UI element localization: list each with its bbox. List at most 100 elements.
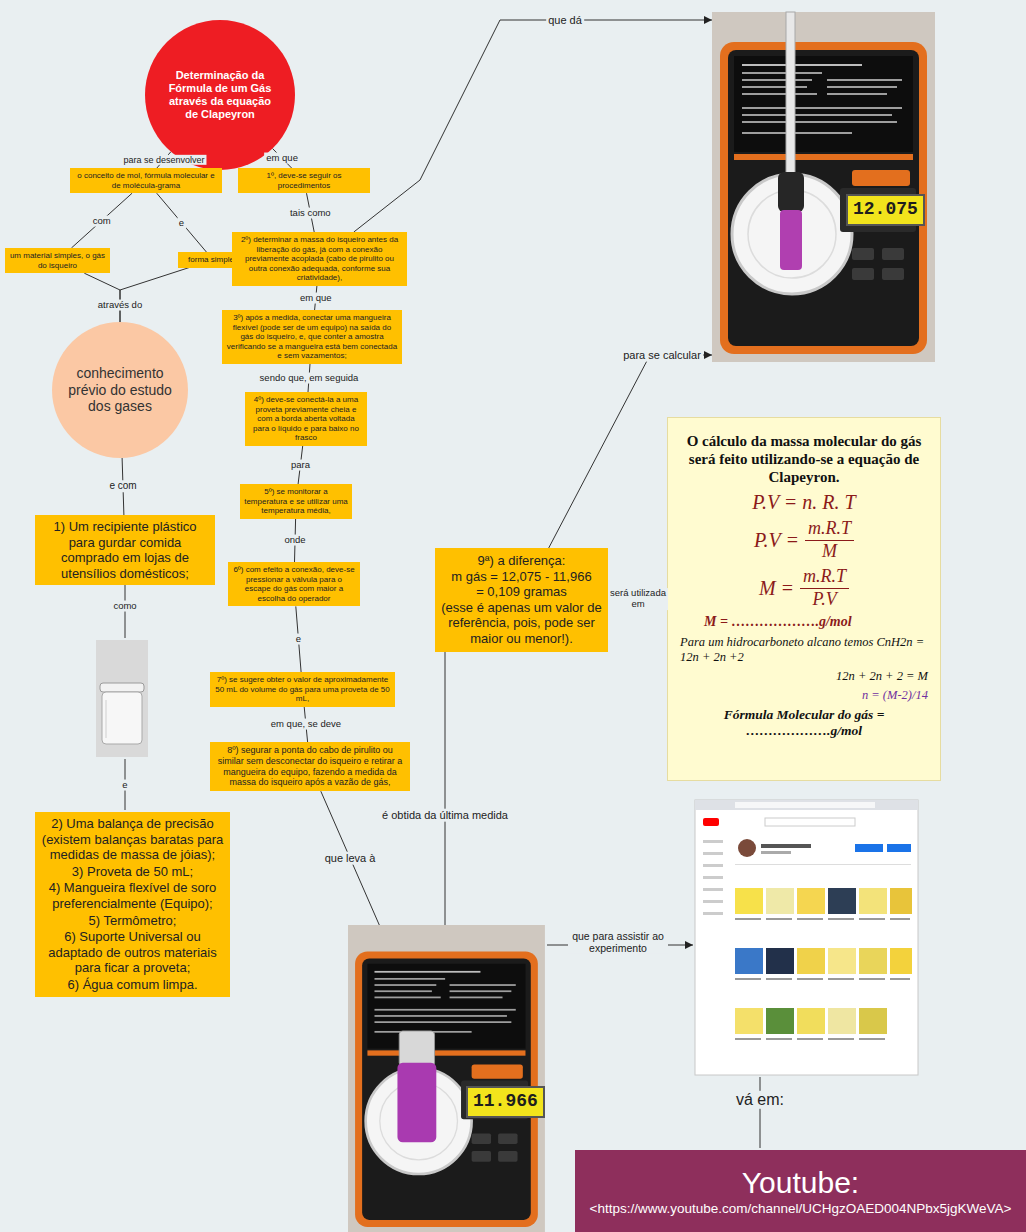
node-text: = 0,109 gramas [441, 584, 602, 600]
step-box: 3º) após a medida, conectar uma mangueir… [222, 310, 402, 364]
concept-circle: conhecimento prévio do estudo dos gases [52, 322, 188, 458]
edge-label: que leva à [323, 852, 378, 865]
fraction: m.R.TP.V [800, 566, 849, 610]
connector [354, 20, 712, 232]
edge-label: e [294, 634, 303, 645]
connector [84, 273, 120, 322]
node-text: Determinação da Fórmula de um Gás atravé… [165, 69, 275, 122]
concept-box: um material simples, o gás do isqueiro [5, 248, 110, 273]
edge-label: que dá [546, 14, 584, 27]
fraction-denominator: P.V [809, 589, 839, 611]
display-reading: 12.075 [853, 199, 918, 221]
node-text: 3º) após a medida, conectar uma mangueir… [226, 313, 398, 361]
display-reading: 11.966 [473, 1091, 538, 1113]
step-box: 8º) segurar a ponta do cabo de pirulito … [210, 742, 410, 791]
step-box: 7º) se sugere obter o valor de aproximad… [210, 672, 395, 707]
formula-row: M =m.R.TP.V [680, 566, 928, 610]
node-text: um material simples, o gás do isqueiro [9, 251, 106, 270]
scale-photo-node: 11.966 [348, 925, 545, 1232]
scale-photo-node: 12.075 [712, 12, 935, 362]
edge-label: tais como [288, 207, 333, 218]
node-text: 6º) com efeito a conexão, deve-se pressi… [232, 565, 356, 603]
material-box: 2) Uma balança de precisão (existem bala… [35, 812, 230, 997]
formula-text: P.V = [754, 528, 799, 552]
formula-row: M = ……………….g/mol [680, 614, 928, 631]
container-photo [96, 640, 148, 757]
formula-text: P.V = n. R. T [680, 490, 928, 514]
edge-label: em que [298, 293, 334, 304]
node-text: 1º, deve-se seguir os procedimentos [242, 171, 366, 190]
node-text: 7º) se sugere obter o valor de aproximad… [214, 675, 391, 704]
connector [445, 652, 446, 925]
concept-box: o conceito de mol, fórmula molecular e d… [70, 168, 222, 193]
scale-photo [348, 925, 545, 1232]
formula-row: Fórmula Molecular do gás = ……………….g/mol [680, 707, 928, 739]
formula-row: Para um hidrocarboneto alcano temos CnH2… [680, 635, 928, 665]
node-text: 9ª) a diferença: [441, 553, 602, 569]
node-text: 2) Uma balança de precisão (existem bala… [41, 816, 224, 863]
step-box: 2º) determinar a massa do isqueiro antes… [232, 232, 407, 286]
node-text: 8º) segurar a ponta do cabo de pirulito … [214, 745, 406, 788]
fraction-numerator: m.R.T [805, 518, 854, 541]
title-circle: Determinação da Fórmula de um Gás atravé… [145, 20, 295, 170]
connector [321, 791, 380, 925]
node-text: conhecimento prévio do estudo dos gases [66, 365, 174, 415]
edge-label: em que [264, 153, 300, 164]
fraction: m.R.TM [805, 518, 854, 562]
scale-photo [712, 12, 935, 362]
edge-label: em que, se deve [269, 719, 343, 730]
link-label: vá em: [734, 1091, 786, 1109]
link-label: que para assistir ao experimento [568, 930, 668, 954]
step-box: 4º) deve-se conectá-la a uma proveta pre… [245, 392, 367, 446]
node-text: 3) Proveta de 50 mL; [41, 864, 224, 880]
formula-row: P.V =m.R.TM [680, 518, 928, 562]
circle-outline [52, 322, 188, 458]
node-text: Youtube: [742, 1165, 859, 1201]
formula-row: n = (M-2)/14 [680, 688, 928, 703]
formula-text: Para um hidrocarboneto alcano temos CnH2… [680, 635, 928, 665]
formula-panel: O cálculo da massa molecular do gás será… [668, 418, 940, 780]
step-box: 1º, deve-se seguir os procedimentos [238, 168, 370, 193]
edge-label: para [289, 460, 312, 471]
node-text: 6) Água comum limpa. [41, 977, 224, 993]
fraction-numerator: m.R.T [800, 566, 849, 589]
connector [120, 268, 189, 322]
edge-label: e com [107, 481, 138, 493]
node-text: (esse é apenas um valor de referência, p… [441, 600, 602, 647]
formula-text: M = ……………….g/mol [680, 614, 928, 631]
formula-row: P.V = n. R. T [680, 490, 928, 514]
edge-label: é obtida da última medida [380, 809, 510, 822]
panel-heading: O cálculo da massa molecular do gás será… [680, 432, 928, 486]
node-text: 4) Mangueira flexível de soro preferenci… [41, 880, 224, 911]
connector [71, 193, 132, 248]
node-text: 5º) se monitorar a temperatura e se util… [244, 487, 348, 516]
fraction-denominator: M [819, 541, 840, 563]
node-text: 2º) determinar a massa do isqueiro antes… [236, 235, 403, 283]
formula-text: 12n + 2n + 2 = M [680, 669, 928, 684]
scale-display: 11.966 [466, 1086, 545, 1118]
formula-text: M = [759, 576, 794, 600]
step-box: 6º) com efeito a conexão, deve-se pressi… [228, 562, 360, 606]
edge-label: através do [96, 300, 144, 311]
connector [157, 193, 207, 252]
edge-label: onde [282, 535, 307, 546]
formula-row: O cálculo da massa molecular do gás será… [680, 432, 928, 486]
node-text: 4º) deve-se conectá-la a uma proveta pre… [249, 395, 363, 443]
scale-display: 12.075 [846, 194, 925, 226]
material-box: 1) Um recipiente plástico para gurdar co… [35, 515, 215, 585]
node-text: o conceito de mol, fórmula molecular e d… [74, 171, 218, 190]
leader-line [760, 1077, 761, 1148]
formula-row: 12n + 2n + 2 = M [680, 669, 928, 684]
formula-text: n = (M-2)/14 [680, 688, 928, 703]
edge-label: sendo que, em seguida [258, 373, 361, 384]
node-text: 6) Suporte Universal ou adaptado de outr… [41, 929, 224, 976]
node-text: 1) Um recipiente plástico para gurdar co… [41, 519, 209, 581]
node-text: 5) Termômetro; [41, 913, 224, 929]
edge-label: será utilizada em [608, 589, 668, 611]
formula-text: Fórmula Molecular do gás = ……………….g/mol [680, 707, 928, 739]
circle-outline [145, 20, 295, 170]
link-label: e [120, 780, 129, 791]
step-box: 5º) se monitorar a temperatura e se util… [240, 484, 352, 519]
node-text: m gás = 12,075 - 11,966 [441, 569, 602, 585]
